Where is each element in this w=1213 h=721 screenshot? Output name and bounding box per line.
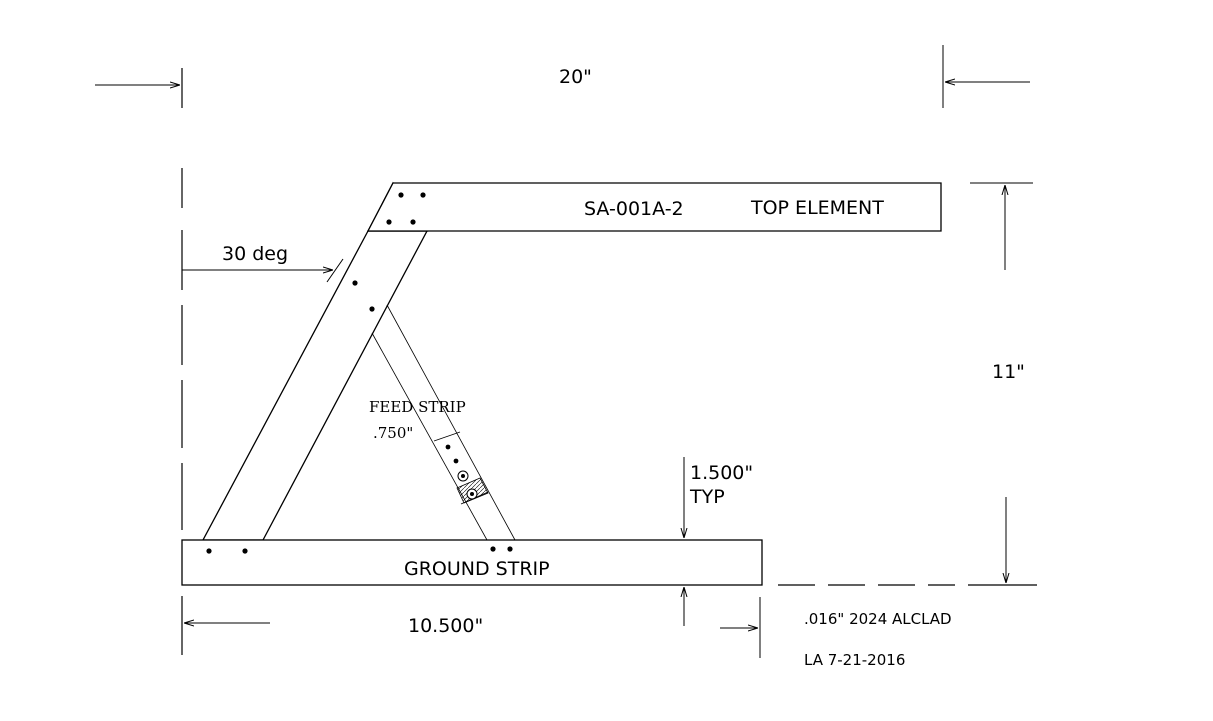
top-element-number: SA-001A-2 <box>584 198 684 220</box>
feed-strip-label: FEED STRIP <box>369 398 466 416</box>
top-element-name: TOP ELEMENT <box>750 197 884 219</box>
angle-label: 30 deg <box>222 243 288 265</box>
feed-width-label: .750" <box>373 424 413 442</box>
top-element: SA-001A-2 TOP ELEMENT <box>366 182 942 232</box>
strip-width-dimension: 1.500" TYP <box>684 457 753 626</box>
diagonal-strut <box>201 181 429 541</box>
height-label: 11" <box>992 361 1025 383</box>
material-note: .016" 2024 ALCLAD <box>804 610 952 628</box>
strip-width-note: TYP <box>689 486 725 508</box>
ground-strip-label: GROUND STRIP <box>404 558 550 580</box>
feed-strip: FEED STRIP .750" <box>369 304 516 541</box>
author-date-note: LA 7-21-2016 <box>804 651 905 669</box>
ground-length-label: 10.500" <box>408 615 483 637</box>
strip-width-label: 1.500" <box>690 462 753 484</box>
notes: .016" 2024 ALCLAD LA 7-21-2016 <box>804 610 952 669</box>
height-dimension: 11" <box>778 182 1037 586</box>
ground-strip: GROUND STRIP <box>181 539 763 586</box>
width-label: 20" <box>559 66 592 88</box>
ground-length-dimension: 10.500" <box>184 597 761 658</box>
width-dimension: 20" <box>95 45 1030 108</box>
angle-dimension: 30 deg <box>182 243 344 283</box>
